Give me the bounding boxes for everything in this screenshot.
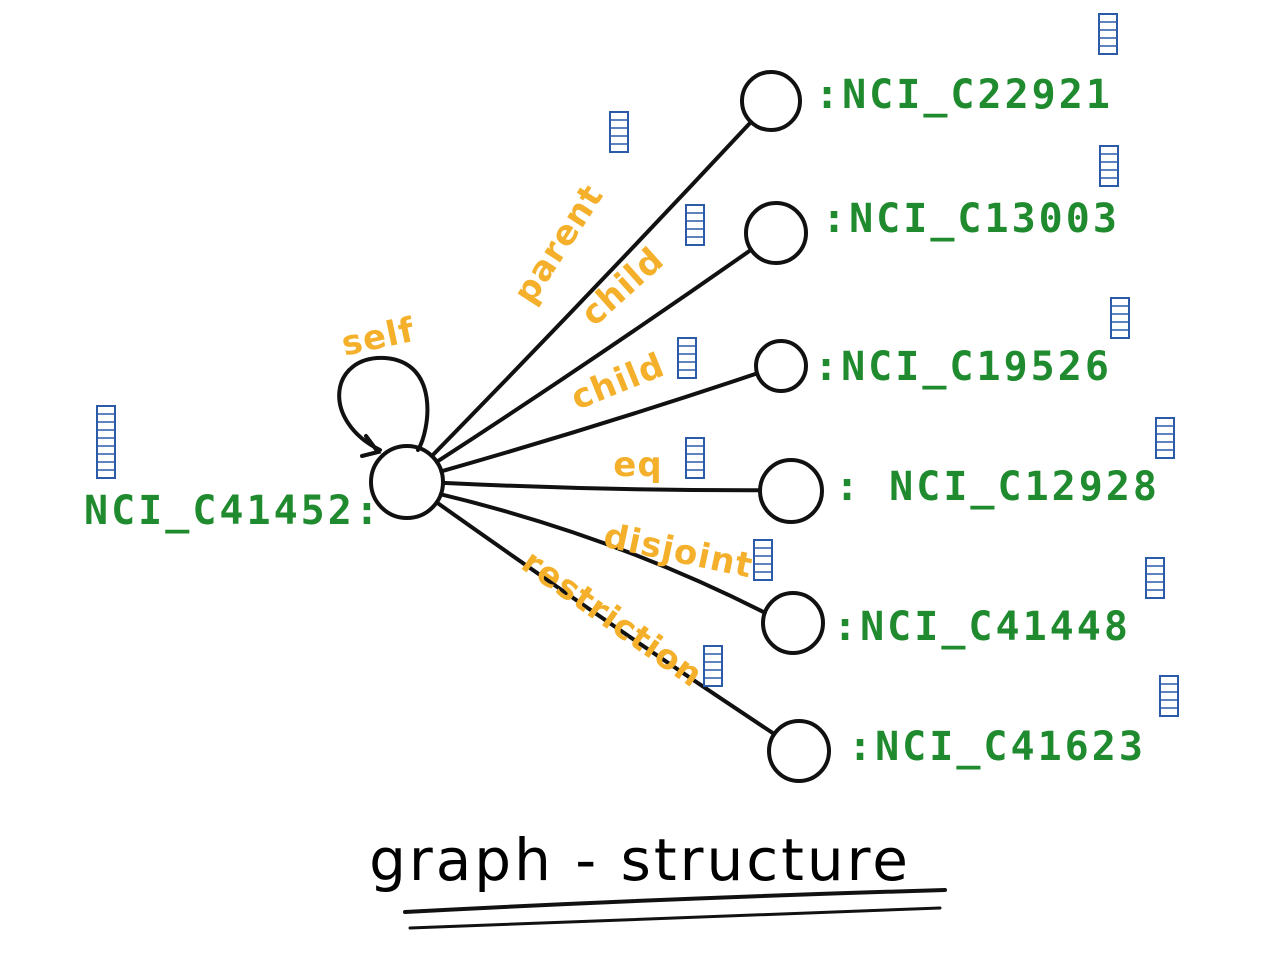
node-label-n3: :NCI_C19526 xyxy=(814,344,1112,390)
node-label-n4: : NCI_C12928 xyxy=(835,464,1160,510)
edges-layer xyxy=(337,119,777,737)
icons-layer xyxy=(96,13,1179,717)
vector-embedding-icon-edge-n6-frame xyxy=(703,645,723,687)
vector-embedding-icon-n1-frame xyxy=(1098,13,1118,55)
vector-embedding-icon-edge-n1-frame xyxy=(609,111,629,153)
edge-label-n2: child xyxy=(573,240,672,335)
edge-n4 xyxy=(440,480,763,493)
node-label-n6: :NCI_C41623 xyxy=(848,724,1146,770)
node-n3[interactable] xyxy=(754,339,808,393)
vector-embedding-icon-edge-n4-frame xyxy=(685,437,705,479)
vector-embedding-icon-n2-frame xyxy=(1099,145,1119,187)
vector-embedding-icon-edge-n4 xyxy=(685,437,705,479)
vector-embedding-icon-n3 xyxy=(1110,297,1130,339)
node-n4[interactable] xyxy=(758,458,824,524)
vector-embedding-icon-edge-n3 xyxy=(677,337,697,379)
vector-embedding-icon-n1 xyxy=(1098,13,1118,55)
vector-embedding-icon-center xyxy=(96,405,116,479)
node-center[interactable] xyxy=(369,444,445,520)
vector-embedding-icon-edge-n5-frame xyxy=(753,539,773,581)
diagram-title: graph - structure xyxy=(369,826,911,894)
node-n6[interactable] xyxy=(767,719,831,783)
vector-embedding-icon-n4-frame xyxy=(1155,417,1175,459)
labels-layer: NCI_C41452:self:NCI_C22921parent:NCI_C13… xyxy=(84,72,1160,770)
vector-embedding-icon-edge-n2-frame xyxy=(685,204,705,246)
edge-n1 xyxy=(429,119,753,458)
node-n2[interactable] xyxy=(744,201,808,265)
edge-n3 xyxy=(439,371,760,474)
node-n1[interactable] xyxy=(740,70,802,132)
node-label-n5: :NCI_C41448 xyxy=(833,604,1131,650)
node-n5[interactable] xyxy=(761,591,825,655)
vector-embedding-icon-n4 xyxy=(1155,417,1175,459)
node-label-n1: :NCI_C22921 xyxy=(815,72,1113,118)
vector-embedding-icon-center-frame xyxy=(96,405,116,479)
vector-embedding-icon-edge-n6 xyxy=(703,645,723,687)
vector-embedding-icon-n6-frame xyxy=(1159,675,1179,717)
self-loop-edge xyxy=(337,355,430,452)
title-underline xyxy=(403,888,947,914)
node-label-n2: :NCI_C13003 xyxy=(822,196,1120,242)
vector-embedding-icon-edge-n2 xyxy=(685,204,705,246)
nodes-layer xyxy=(369,70,831,783)
vector-embedding-icon-edge-n1 xyxy=(609,111,629,153)
vector-embedding-icon-n6 xyxy=(1159,675,1179,717)
edge-n5 xyxy=(438,492,767,615)
vector-embedding-icon-edge-n5 xyxy=(753,539,773,581)
title-underline-second xyxy=(408,906,942,930)
vector-embedding-icon-n5 xyxy=(1145,557,1165,599)
vector-embedding-icon-edge-n3-frame xyxy=(677,337,697,379)
self-loop-arrowhead xyxy=(360,434,382,458)
vector-embedding-icon-n5-frame xyxy=(1145,557,1165,599)
edge-label-n5: disjoint xyxy=(600,516,756,587)
edge-n6 xyxy=(434,500,777,737)
edge-label-n4: eq xyxy=(613,445,662,485)
edge-n2 xyxy=(434,247,754,464)
vector-embedding-icon-n3-frame xyxy=(1110,297,1130,339)
vector-embedding-icon-n2 xyxy=(1099,145,1119,187)
self-loop-label: self xyxy=(338,310,419,365)
center-node-label: NCI_C41452: xyxy=(84,488,382,534)
